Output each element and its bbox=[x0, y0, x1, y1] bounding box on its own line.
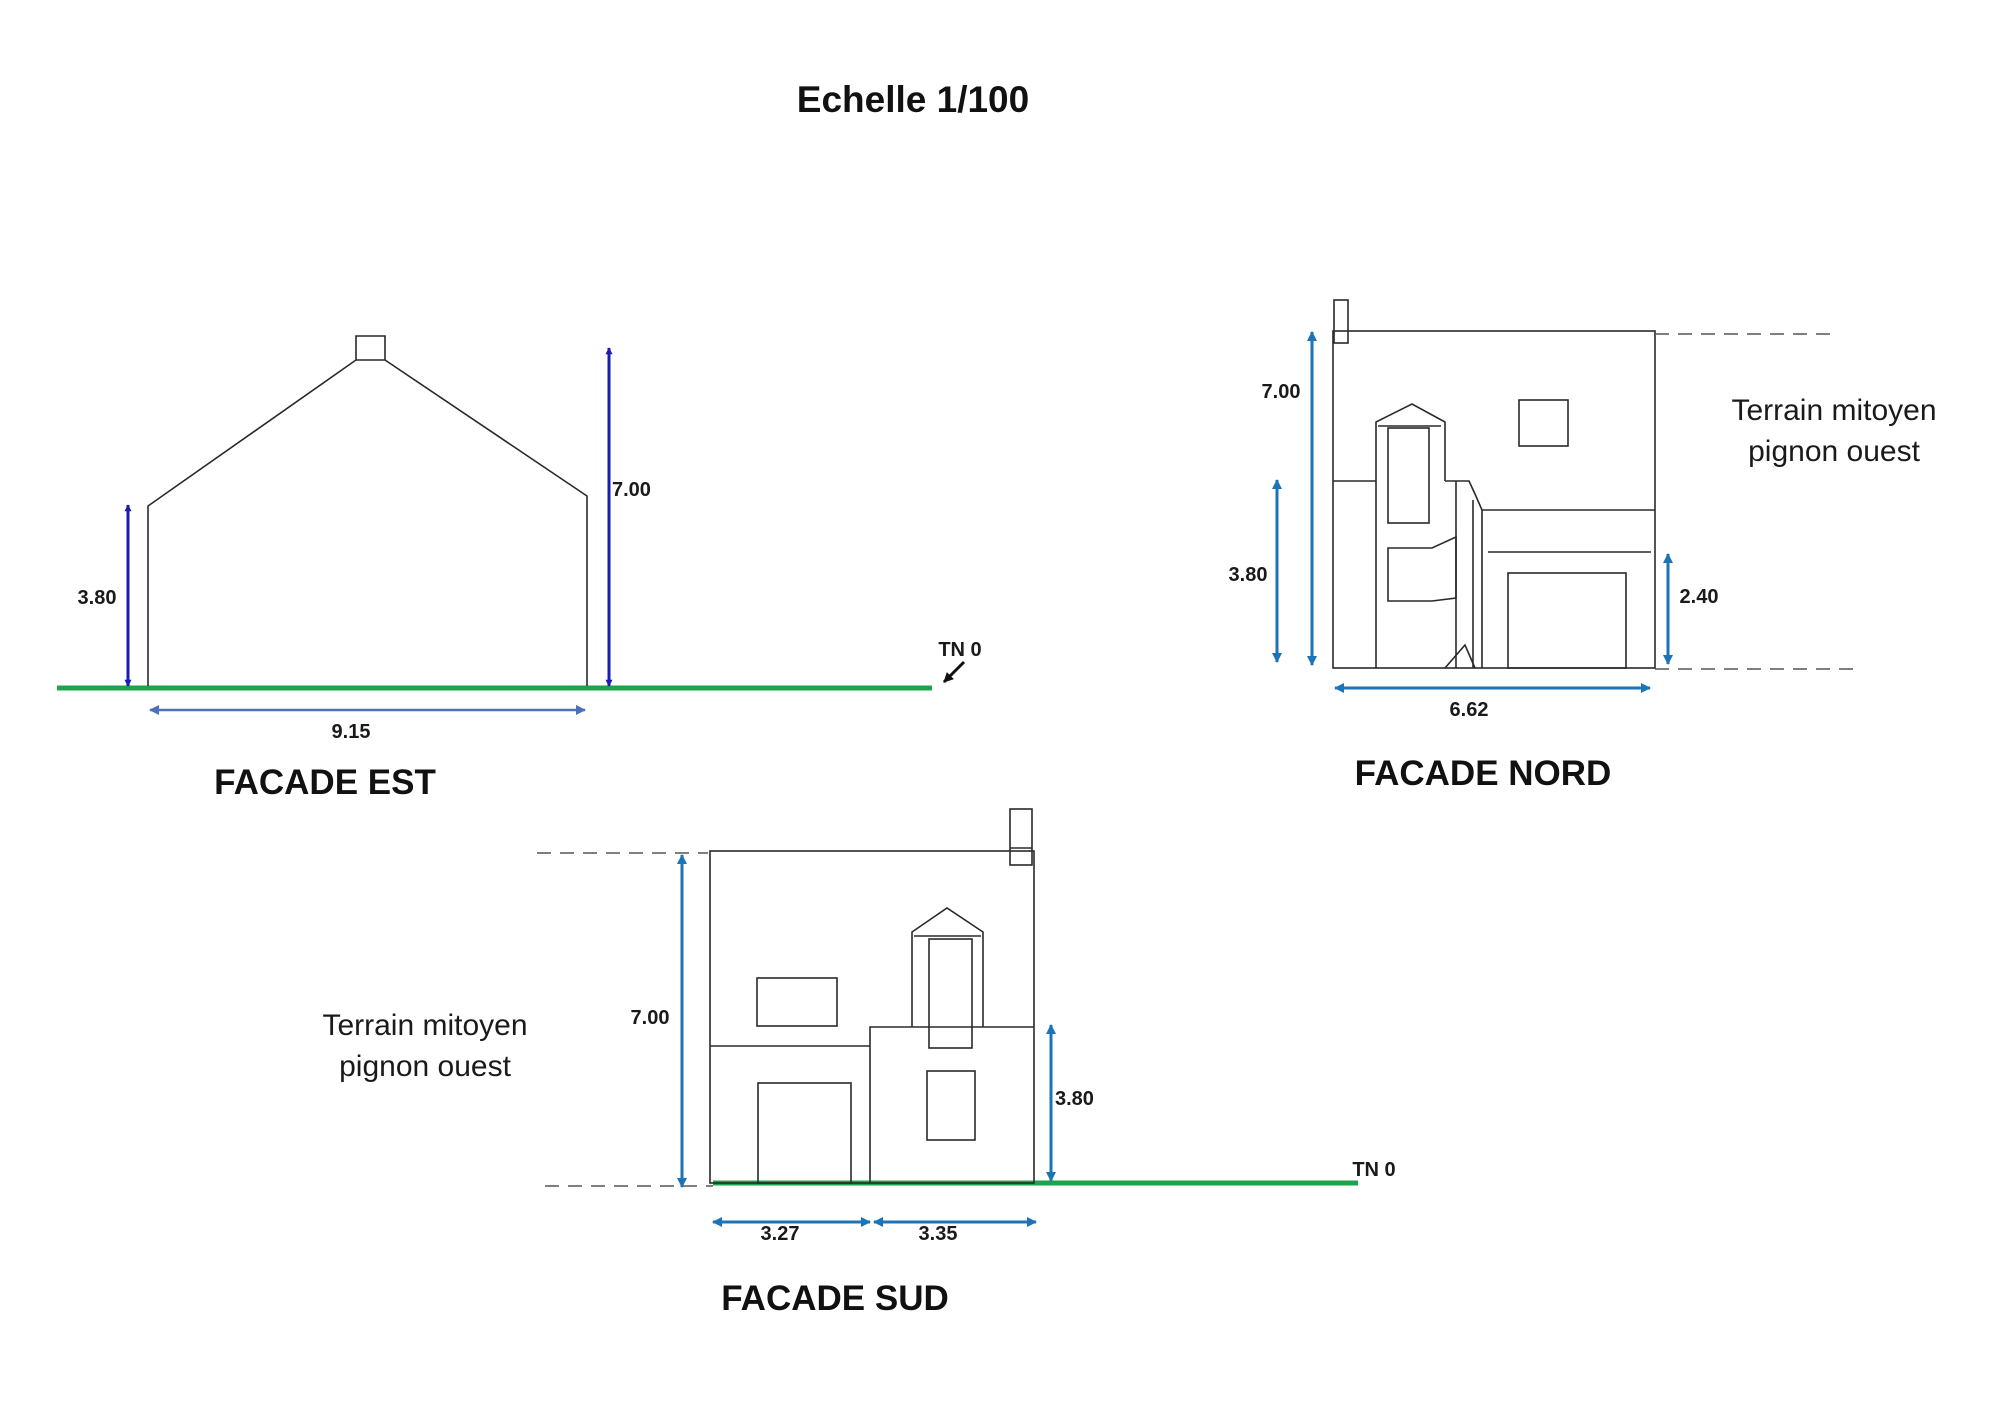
upper-window-sud bbox=[756, 977, 838, 1027]
facade-nord-title: FACADE NORD bbox=[1355, 754, 1612, 793]
tn-label-sud: TN 0 bbox=[1352, 1159, 1395, 1181]
dimension-label-width-left-sud: 3.27 bbox=[761, 1223, 800, 1245]
note-line1-sud: Terrain mitoyen bbox=[322, 1009, 527, 1042]
upper-window-nord bbox=[1518, 399, 1569, 447]
dormer-outline-nord bbox=[1375, 403, 1446, 668]
tn-label-est: TN 0 bbox=[938, 639, 981, 661]
dimension-label-total-height-nord: 7.00 bbox=[1262, 381, 1301, 403]
garage-door-nord bbox=[1507, 572, 1627, 669]
garage-door-sud bbox=[757, 1082, 852, 1184]
chimney-sud bbox=[1009, 808, 1033, 866]
dimension-label-garage-height-nord: 2.40 bbox=[1680, 586, 1719, 608]
facade-sud: 7.00 3.80 3.27 3.35 TN 0 Terrain mitoyen… bbox=[322, 808, 1396, 1318]
dimension-label-width-nord: 6.62 bbox=[1450, 699, 1489, 721]
dimension-label-width-est: 9.15 bbox=[332, 721, 371, 743]
dimension-label-floor-height-nord: 3.80 bbox=[1229, 564, 1268, 586]
facade-sud-title: FACADE SUD bbox=[721, 1279, 949, 1318]
stair-window-upper-nord bbox=[1387, 427, 1430, 524]
dimension-label-floor-height-sud: 3.80 bbox=[1055, 1088, 1094, 1110]
facade-est: 3.80 7.00 9.15 TN 0 FACADE EST bbox=[57, 335, 982, 802]
stair-window-sud bbox=[928, 938, 973, 1049]
note-line1-nord: Terrain mitoyen bbox=[1731, 394, 1936, 427]
main-wall-nord bbox=[1332, 330, 1656, 669]
dimension-label-total-height-sud: 7.00 bbox=[631, 1007, 670, 1029]
note-line2-nord: pignon ouest bbox=[1748, 435, 1920, 468]
tn-arrow-est bbox=[942, 660, 966, 684]
dimension-label-total-height-est: 7.00 bbox=[612, 479, 651, 501]
chimney-nord bbox=[1333, 299, 1349, 344]
entry-porch-nord bbox=[1445, 480, 1483, 668]
dormer-outline-sud bbox=[911, 907, 984, 1027]
scale-title: Echelle 1/100 bbox=[797, 79, 1029, 120]
stair-window-lower-nord bbox=[1387, 535, 1457, 602]
note-line2-sud: pignon ouest bbox=[339, 1050, 511, 1083]
ground-window-sud bbox=[926, 1070, 976, 1141]
entry-step-nord bbox=[1444, 643, 1476, 669]
dimension-label-eave-height-est: 3.80 bbox=[78, 587, 117, 609]
ground-floor-volume-sud bbox=[869, 1026, 1034, 1183]
gable-outline-est bbox=[147, 335, 588, 686]
main-wall-sud bbox=[709, 850, 1035, 1184]
dimension-label-width-right-sud: 3.35 bbox=[919, 1223, 958, 1245]
facade-nord: 7.00 3.80 2.40 6.62 Terrain mitoyen pign… bbox=[1229, 299, 1937, 793]
facade-est-title: FACADE EST bbox=[214, 763, 436, 802]
